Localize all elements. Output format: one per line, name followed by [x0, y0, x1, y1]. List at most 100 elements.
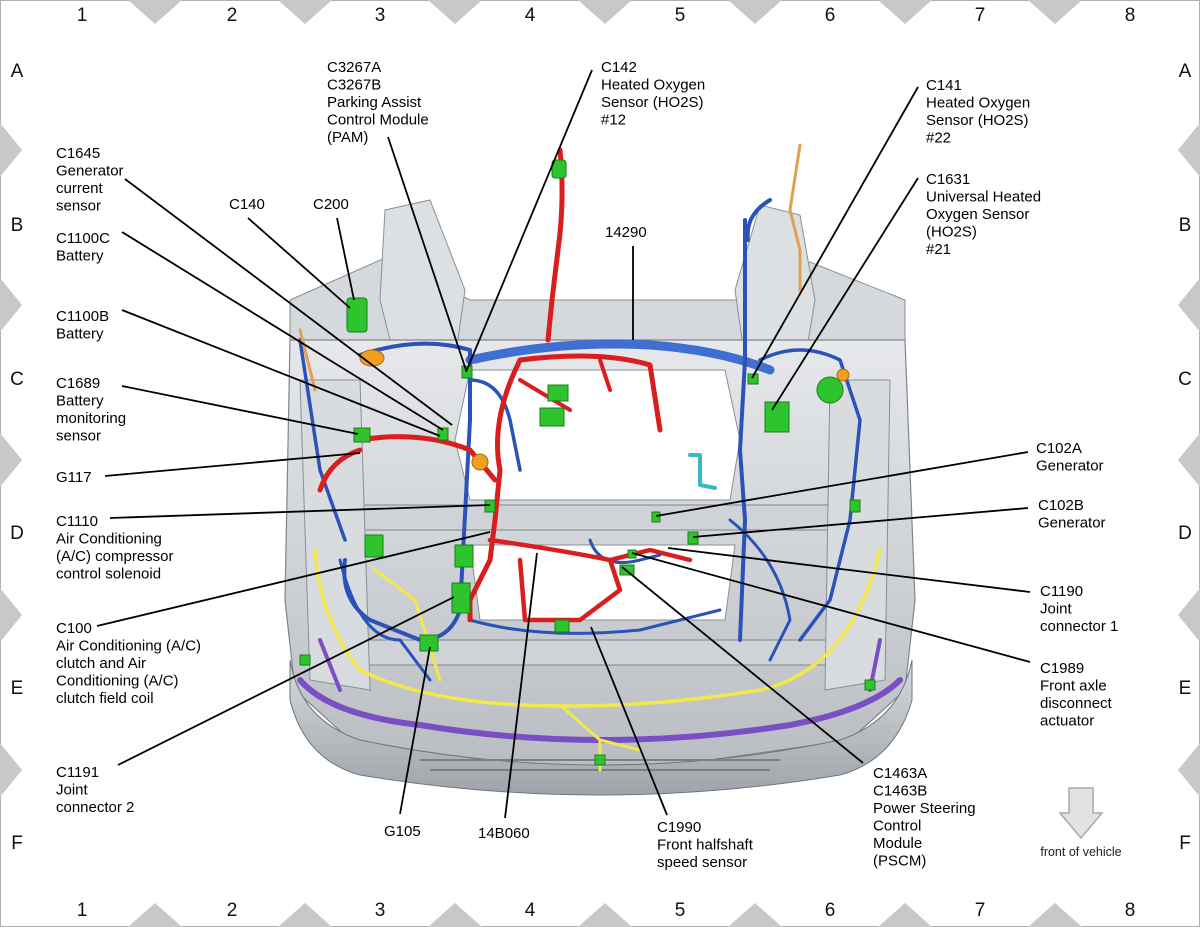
coolant-pipe [688, 453, 717, 490]
callout-line: Generator [1036, 458, 1104, 475]
callout-line: C200 [313, 196, 349, 213]
grid-marker-right-4 [1178, 588, 1200, 642]
grid-marker-left-3 [0, 433, 22, 487]
callout-line: Control [873, 818, 921, 835]
harness-yellow-left [373, 568, 442, 682]
callout-line: speed sensor [657, 854, 747, 871]
callout-line: Front axle [1040, 678, 1107, 695]
col-label-2: 2 [227, 900, 238, 921]
connector-bumper-mid [594, 754, 606, 766]
harness-red-upper [518, 358, 612, 412]
callout-line: C140 [229, 196, 265, 213]
callout-line: Control Module [327, 112, 429, 129]
connector-bumper-left [299, 654, 311, 666]
harness-blue-right [738, 198, 772, 642]
connector-right-large [816, 376, 844, 404]
callout-line: (A/C) compressor [56, 548, 174, 565]
connector-c102b [687, 531, 699, 545]
harness-blue-cowl [465, 339, 775, 375]
callout-line: Battery [56, 393, 104, 410]
callout-line: connector 1 [1040, 618, 1118, 635]
callout-line: Generator [1038, 515, 1106, 532]
col-label-3: 3 [375, 5, 386, 26]
cross-member-lower [329, 639, 876, 666]
front-of-vehicle-indicator: front of vehicle [1040, 787, 1122, 859]
leader-c102b [692, 507, 1029, 538]
connector-c102a [651, 511, 661, 523]
grid-marker-bottom-3 [428, 903, 482, 927]
leader-c1990 [590, 626, 668, 816]
engine-opening [454, 369, 741, 501]
grid-marker-top-5 [728, 0, 782, 24]
connector-bumper-right [864, 679, 876, 691]
callout-line: Conditioning (A/C) [56, 673, 179, 690]
row-label-b: B [1179, 215, 1192, 236]
callout-line: (PAM) [327, 129, 368, 146]
col-label-1: 1 [77, 5, 88, 26]
leader-lines [96, 69, 1031, 819]
grid-marker-top-6 [878, 0, 932, 24]
harness-blue-right-2 [758, 348, 862, 642]
callout-line: Generator [56, 163, 124, 180]
callout-line: C1689 [56, 375, 100, 392]
grid-marker-right-3 [1178, 433, 1200, 487]
col-label-6: 6 [825, 900, 836, 921]
callout-line: sensor [56, 198, 101, 215]
leader-c1100c [121, 231, 444, 431]
callout-line: C1190 [1040, 583, 1083, 600]
col-label-3: 3 [375, 900, 386, 921]
grid-marker-bottom-5 [728, 903, 782, 927]
leader-c1463 [621, 566, 864, 764]
callout-line: Air Conditioning (A/C) [56, 638, 201, 655]
connector-c1990 [554, 619, 570, 633]
leader-c1631 [771, 177, 919, 411]
callout-line: C102A [1036, 440, 1082, 457]
callout-line: G105 [384, 823, 421, 840]
col-label-8: 8 [1125, 900, 1136, 921]
orange-components [359, 349, 850, 471]
col-label-2: 2 [227, 5, 238, 26]
row-label-a: A [1179, 61, 1192, 82]
row-label-c: C [10, 369, 24, 390]
harness-blue-right-3 [728, 518, 792, 662]
grid-marker-right-5 [1178, 743, 1200, 797]
grid-marker-left-1 [0, 123, 22, 177]
connector-c141 [747, 373, 759, 385]
callout-line: G117 [56, 469, 92, 486]
callout-w14290: 14290 [605, 224, 647, 241]
grid-marker-left-4 [0, 588, 22, 642]
row-label-f: F [1179, 833, 1191, 854]
col-label-8: 8 [1125, 5, 1136, 26]
callout-line: current [56, 180, 104, 197]
leader-c1689 [121, 385, 359, 435]
callout-line: C3267A [327, 59, 381, 76]
grid-marker-bottom-4 [578, 903, 632, 927]
grid-marker-right-2 [1178, 278, 1200, 332]
harness-blue-left [342, 341, 472, 642]
grid-marker-bottom-2 [278, 903, 332, 927]
connector-c1631 [764, 401, 790, 433]
right-rail [824, 379, 891, 691]
grid-marker-top-7 [1028, 0, 1082, 24]
row-label-c: C [1178, 369, 1192, 390]
callout-line: C3267B [327, 77, 381, 94]
callout-line: C141 [926, 77, 962, 94]
grid-marker-top-3 [428, 0, 482, 24]
col-label-5: 5 [675, 5, 686, 26]
connector-red-b [539, 407, 565, 427]
right-orange [836, 368, 850, 382]
callout-line: C142 [601, 59, 637, 76]
callout-line: #12 [601, 112, 626, 129]
harness-red-main [467, 353, 663, 623]
harness-yellow [313, 548, 882, 708]
